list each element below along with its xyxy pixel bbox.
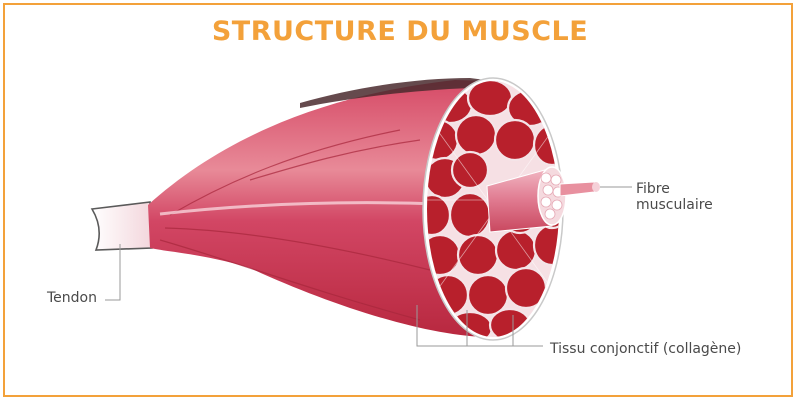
label-tissu-conjonctif: Tissu conjonctif (collagène) (550, 341, 742, 357)
tissu-leader (416, 305, 543, 347)
single-fibre-end (592, 182, 600, 192)
tendon-leader (105, 244, 121, 301)
belly-streaks (159, 129, 431, 321)
muscle-belly (148, 80, 493, 338)
label-tendon: Tendon (47, 290, 97, 306)
leader-lines (105, 186, 632, 347)
belly-highlight (159, 201, 441, 216)
single-fibre (559, 181, 598, 197)
tendon-shape (90, 201, 153, 251)
diagram-title: STRUCTURE DU MUSCLE (211, 16, 589, 47)
epimysium-edge (300, 78, 493, 108)
label-fibre-musculaire: Fibre musculaire (636, 181, 713, 213)
label-fibre-line2: musculaire (636, 197, 713, 213)
fibre-bundle (486, 167, 553, 233)
label-fibre-line1: Fibre (636, 181, 670, 197)
